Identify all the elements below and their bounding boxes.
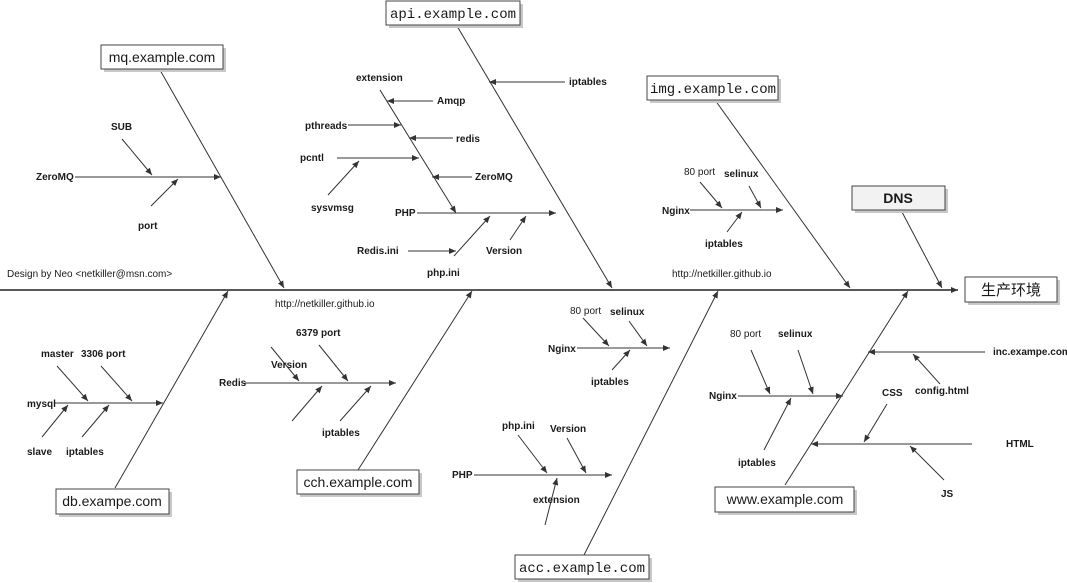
www-selinux: selinux xyxy=(778,329,813,340)
api-redis: redis xyxy=(456,134,480,145)
img-nginx: Nginx xyxy=(662,206,690,217)
api-sysvmsg: sysvmsg xyxy=(311,203,354,214)
img-iptables: iptables xyxy=(705,239,743,250)
acc-iptables: iptables xyxy=(591,377,629,388)
db-mysql: mysql xyxy=(27,399,56,410)
www-js: JS xyxy=(941,489,954,500)
img-title-box: img.example.com xyxy=(646,75,781,103)
mq-zeromq: ZeroMQ xyxy=(36,172,74,183)
acc-php: PHP xyxy=(452,470,473,481)
www-iptables: iptables xyxy=(738,458,776,469)
branch-img: img.example.com Nginx 80 port selinux ip… xyxy=(646,75,851,289)
www-nginx: Nginx xyxy=(709,391,737,402)
img-title: img.example.com xyxy=(650,82,776,98)
api-pcntl: pcntl xyxy=(300,153,324,164)
branch-www: www.example.com Nginx 80 port selinux ip… xyxy=(709,290,1067,515)
cch-title: cch.example.com xyxy=(304,474,413,490)
api-php: PHP xyxy=(395,208,416,219)
db-slave: slave xyxy=(27,447,52,458)
branch-mq: mq.example.com ZeroMQ SUB port xyxy=(36,44,285,289)
acc-nginx: Nginx xyxy=(548,344,576,355)
acc-php-ini: php.ini xyxy=(502,421,535,432)
www-config-html: config.html xyxy=(915,386,969,397)
mq-port: port xyxy=(138,221,158,232)
api-php-ini: php.ini xyxy=(427,268,460,279)
db-title: db.exampe.com xyxy=(62,493,162,509)
db-title-box: db.exampe.com xyxy=(55,488,172,517)
www-inc-exampe-com: inc.exampe.com xyxy=(993,347,1067,358)
branch-acc: acc.example.com Nginx 80 port selinux ip… xyxy=(452,290,719,582)
www-html: HTML xyxy=(1006,439,1034,450)
api-title: api.example.com xyxy=(390,7,516,23)
acc-80port: 80 port xyxy=(570,306,601,317)
www-title: www.example.com xyxy=(726,491,844,507)
cch-redis: Redis xyxy=(219,378,247,389)
acc-version: Version xyxy=(550,424,586,435)
img-80port: 80 port xyxy=(684,167,715,178)
api-amqp: Amqp xyxy=(437,96,465,107)
head-label: 生产环境 xyxy=(981,281,1041,299)
cch-iptables: iptables xyxy=(322,428,360,439)
branch-db: db.exampe.com mysql master 3306 port sla… xyxy=(27,290,229,517)
api-extension: extension xyxy=(356,73,403,84)
api-pthreads: pthreads xyxy=(305,121,348,132)
db-master: master xyxy=(41,349,74,360)
cch-version: Version xyxy=(271,360,307,371)
acc-title: acc.example.com xyxy=(519,561,645,577)
db-3306port: 3306 port xyxy=(81,349,126,360)
branch-api: api.example.com iptables extension Amqp … xyxy=(300,0,613,289)
designer-credit: Design by Neo <netkiller@msn.com> xyxy=(7,269,172,280)
api-iptables: iptables xyxy=(569,77,607,88)
url-label-2: http://netkiller.github.io xyxy=(672,269,772,280)
dns-title: DNS xyxy=(883,190,913,206)
dns-title-box: DNS xyxy=(851,185,948,213)
mq-sub: SUB xyxy=(111,122,132,133)
head-box: 生产环境 xyxy=(964,276,1060,305)
branch-dns: DNS xyxy=(851,185,948,289)
www-80port: 80 port xyxy=(730,329,761,340)
api-title-box: api.example.com xyxy=(385,0,523,28)
db-iptables: iptables xyxy=(66,447,104,458)
mq-title: mq.example.com xyxy=(109,49,216,65)
img-selinux: selinux xyxy=(724,169,759,180)
url-label-1: http://netkiller.github.io xyxy=(275,299,375,310)
api-redis-ini: Redis.ini xyxy=(357,246,399,257)
api-zeromq: ZeroMQ xyxy=(475,172,513,183)
branch-cch: cch.example.com Redis 6379 port Version … xyxy=(219,290,473,497)
acc-extension: extension xyxy=(533,495,580,506)
mq-title-box: mq.example.com xyxy=(100,44,226,72)
cch-title-box: cch.example.com xyxy=(296,469,422,497)
acc-title-box: acc.example.com xyxy=(514,554,652,582)
www-css: CSS xyxy=(882,388,903,399)
api-version: Version xyxy=(486,246,522,257)
www-title-box: www.example.com xyxy=(714,486,857,515)
acc-selinux: selinux xyxy=(610,307,645,318)
cch-6379port: 6379 port xyxy=(296,328,341,339)
